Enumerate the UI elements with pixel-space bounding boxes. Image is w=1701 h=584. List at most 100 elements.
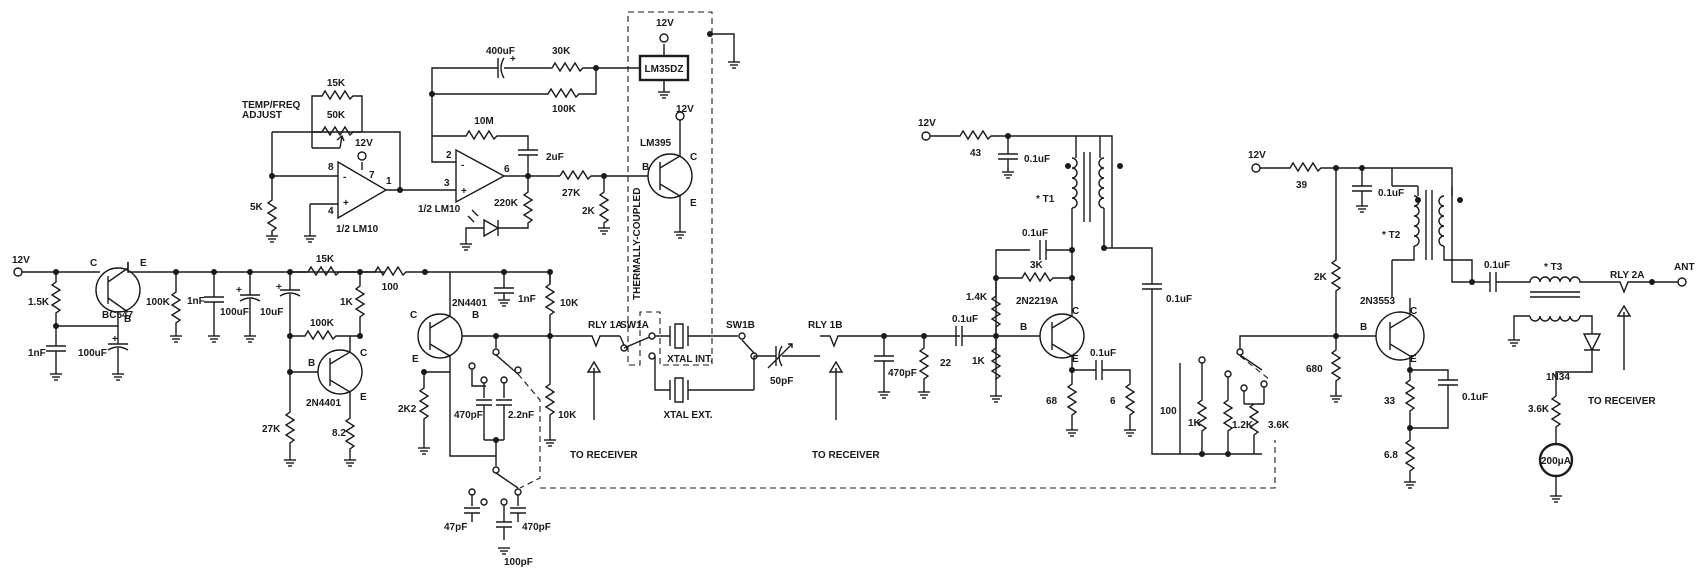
r-1-5k-label: 1.5K <box>28 297 50 308</box>
q5-b-pin: B <box>1360 322 1367 333</box>
c-2-2nf-label: 2.2nF <box>508 410 534 421</box>
r-22-label: 22 <box>940 358 952 369</box>
r-8-2-label: 8.2 <box>332 428 346 439</box>
d-1n34-label: 1N34 <box>1546 372 1570 383</box>
r-5k-label: 5K <box>250 202 264 213</box>
pin4: 4 <box>328 206 334 217</box>
lm10-opamp-b: - + <box>455 148 506 204</box>
c-100uf-label-a: 100uF <box>78 348 107 359</box>
q-2n3553 <box>1375 298 1425 370</box>
transformer-t2 <box>1391 168 1473 282</box>
to-receiver-label-a: TO RECEIVER <box>570 450 638 461</box>
t2-label: * T2 <box>1382 230 1401 241</box>
lm35-12v-label: 12V <box>656 18 674 29</box>
r-100k-label-a: 100K <box>146 297 171 308</box>
c-10uf-label: 10uF <box>260 307 283 318</box>
q4-c-pin: C <box>1072 306 1079 317</box>
c-0-1uf-label-f: 0.1uF <box>1378 188 1404 199</box>
lm10a-label: 1/2 LM10 <box>336 224 379 235</box>
plus-400uf: + <box>510 54 516 65</box>
transformer-t1 <box>1065 136 1123 248</box>
c-1nf-label: 1nF <box>28 348 46 359</box>
r-2k2-label: 2K2 <box>398 404 417 415</box>
q3-label: 2N4401 <box>452 298 487 309</box>
c-470pf-label-c: 470pF <box>888 368 917 379</box>
temp-freq-label-1: TEMP/FREQ <box>242 100 301 111</box>
pa-12v-label: 12V <box>1248 150 1266 161</box>
q2-e-pin: E <box>360 392 367 403</box>
r-68-label: 68 <box>1046 396 1058 407</box>
lm10-opamp-a: - + <box>337 160 388 220</box>
r-50k-label: 50K <box>327 110 346 121</box>
r-15-label: 15K <box>316 254 335 265</box>
r-1-4k-label: 1.4K <box>966 292 988 303</box>
c-2uf-label: 2uF <box>546 152 564 163</box>
lm10a-12v-label: 12V <box>355 138 373 149</box>
vin-12v-terminal <box>13 267 23 277</box>
pin6: 6 <box>504 164 510 175</box>
opamp-b-plus: + <box>461 186 467 197</box>
r-27k-label-b: 27K <box>562 188 581 199</box>
c-47pf-label: 47pF <box>444 522 467 533</box>
bc547-c-pin: C <box>90 258 97 269</box>
lm35dz-label: LM35DZ <box>645 64 684 75</box>
r-30k-label: 30K <box>552 46 571 57</box>
c-0-1uf-label-e: 0.1uF <box>1166 294 1192 305</box>
c-1nf-label-c: 1nF <box>518 294 536 305</box>
amp1-12v-label: 12V <box>918 118 936 129</box>
c-50pf-label: 50pF <box>770 376 793 387</box>
r-2k-label: 2K <box>582 206 596 217</box>
ant-label: ANT <box>1674 262 1695 273</box>
q4-b-pin: B <box>1020 322 1027 333</box>
c-0-1uf-label-h: 0.1uF <box>1484 260 1510 271</box>
r-680-label: 680 <box>1306 364 1323 375</box>
r-10k-label-b: 10K <box>558 410 577 421</box>
q-2n4401-a <box>317 336 363 410</box>
t3-label: * T3 <box>1544 262 1563 273</box>
rly1b-label: RLY 1B <box>808 320 842 331</box>
r-3k-label: 3K <box>1030 260 1044 271</box>
xtal-int-label: XTAL INT. <box>667 354 713 365</box>
r-1-2k-label: 1.2K <box>1232 420 1254 431</box>
opamp-b-minus: - <box>461 160 464 171</box>
lm395-c-pin: C <box>690 152 697 163</box>
vin-12v-label: 12V <box>12 255 30 266</box>
lm395-e-pin: E <box>690 198 697 209</box>
to-receiver-label-c: TO RECEIVER <box>1588 396 1656 407</box>
q3-b-pin: B <box>472 310 479 321</box>
q4-e-pin: E <box>1072 354 1079 365</box>
q4-label: 2N2219A <box>1016 296 1058 307</box>
r-3-6k-label-b: 3.6K <box>1528 404 1550 415</box>
pin3: 3 <box>444 178 450 189</box>
plus-100uf-a: + <box>112 334 118 345</box>
bc547-label: BC547 <box>102 310 134 321</box>
q3-c-pin: C <box>410 310 417 321</box>
bc547-b-pin: B <box>124 314 131 325</box>
c-470pf-label-a: 470pF <box>454 410 483 421</box>
xtal-ext-label: XTAL EXT. <box>663 410 712 421</box>
pin1: 1 <box>386 176 392 187</box>
pin2: 2 <box>446 150 452 161</box>
thermal-coupled-label: THERMALLY-COUPLED <box>632 188 643 300</box>
temp-freq-label-2: ADJUST <box>242 110 282 121</box>
led-indicator <box>483 218 500 238</box>
c-470pf-label-b: 470pF <box>522 522 551 533</box>
antenna-terminal <box>1677 277 1687 287</box>
plus-10uf: + <box>276 282 282 293</box>
c-0-1uf-label-d: 0.1uF <box>1090 348 1116 359</box>
r-1k-label-a: 1K <box>340 297 354 308</box>
q-2n4401-b <box>417 272 463 359</box>
r-39-label: 39 <box>1296 180 1308 191</box>
c-100pf-label: 100pF <box>504 557 533 568</box>
q5-e-pin: E <box>1410 354 1417 365</box>
to-receiver-label-b: TO RECEIVER <box>812 450 880 461</box>
lm395-label: LM395 <box>640 138 672 149</box>
lm10b-label: 1/2 LM10 <box>418 204 461 215</box>
r-1k-label-c: 1K <box>1188 418 1202 429</box>
q3-e-pin: E <box>412 354 419 365</box>
lm395-b-pin: B <box>642 162 649 173</box>
opamp-a-plus: + <box>343 198 349 209</box>
rly1a-label: RLY 1A <box>588 320 622 331</box>
c-0-1uf-label-c: 0.1uF <box>1022 228 1048 239</box>
